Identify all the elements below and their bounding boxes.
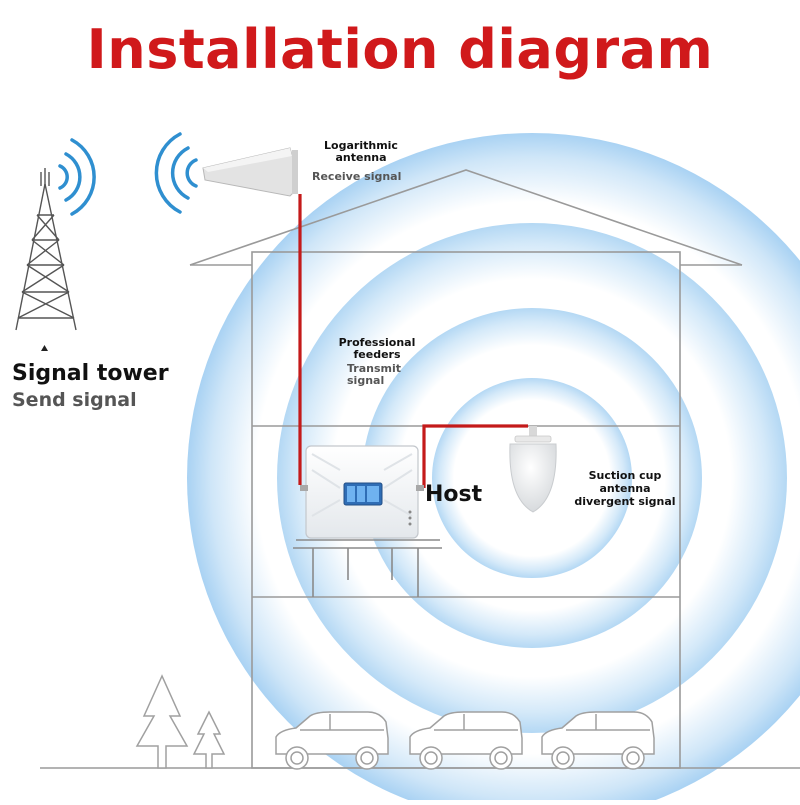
- tree-icon: [192, 710, 226, 769]
- feeder-cable: [298, 194, 528, 488]
- transmit-signal-label: Transmit signal: [347, 362, 402, 387]
- log-antenna-icon: [202, 147, 298, 197]
- ceiling-antenna-icon: [509, 426, 557, 513]
- diagram-title: Installation diagram: [86, 18, 714, 81]
- car-icon: [541, 711, 655, 770]
- suction-cup-label: Suction cup antenna divergent signal: [574, 469, 676, 508]
- receive-signal-label: Receive signal: [312, 170, 402, 183]
- signal-coverage-ripples: [187, 133, 800, 805]
- pointer-arrow-icon: [41, 345, 48, 351]
- send-signal-label: Send signal: [12, 389, 137, 411]
- table: [293, 539, 442, 597]
- car-icon: [409, 711, 523, 770]
- professional-feeders-label: Professional feeders: [338, 336, 416, 361]
- host-label: Host: [425, 482, 483, 507]
- tree-icon: [135, 674, 189, 769]
- booster-host-icon: [300, 445, 424, 539]
- signal-tower-label: Signal tower: [12, 361, 169, 386]
- car-icon: [275, 711, 389, 770]
- tower-wave-icon: [58, 138, 96, 216]
- log-antenna-label: Logarithmic antenna: [324, 139, 398, 164]
- antenna-wave-icon: [154, 132, 198, 214]
- signal-tower-icon: [15, 168, 77, 331]
